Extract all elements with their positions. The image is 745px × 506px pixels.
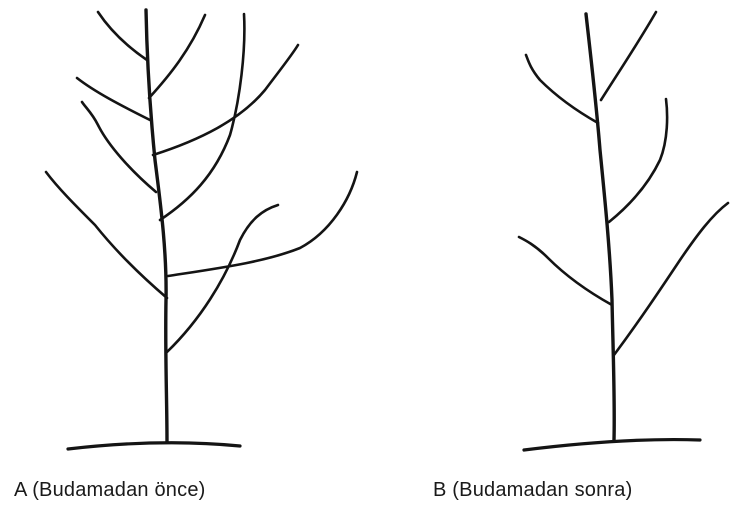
tree-after-pruning xyxy=(519,12,728,450)
caption-tree-b: B (Budamadan sonra) xyxy=(433,478,632,502)
trunk-b xyxy=(586,14,614,440)
branch-a-top-right xyxy=(149,15,205,98)
branch-b-mid-right xyxy=(609,99,667,222)
branch-a-top-left xyxy=(98,12,147,60)
pruning-diagram xyxy=(0,0,745,470)
branch-a-low-left xyxy=(46,172,167,298)
ground-line-b xyxy=(524,440,700,450)
branch-a-crossing xyxy=(167,205,278,352)
branch-b-low-right xyxy=(614,203,728,355)
branch-a-upper-right xyxy=(153,45,298,155)
tree-before-pruning xyxy=(46,10,357,449)
ground-line-a xyxy=(68,443,240,449)
branch-a-low-right xyxy=(168,172,357,276)
branch-a-upper-left xyxy=(77,78,150,120)
trunk-a xyxy=(146,10,167,442)
branch-b-top-right xyxy=(601,12,656,100)
branch-b-low-left xyxy=(519,237,612,305)
caption-tree-a: A (Budamadan önce) xyxy=(14,478,206,502)
branch-a-mid-left xyxy=(82,102,156,192)
branch-a-mid-right xyxy=(160,14,244,220)
branch-b-upper-left xyxy=(526,55,598,123)
